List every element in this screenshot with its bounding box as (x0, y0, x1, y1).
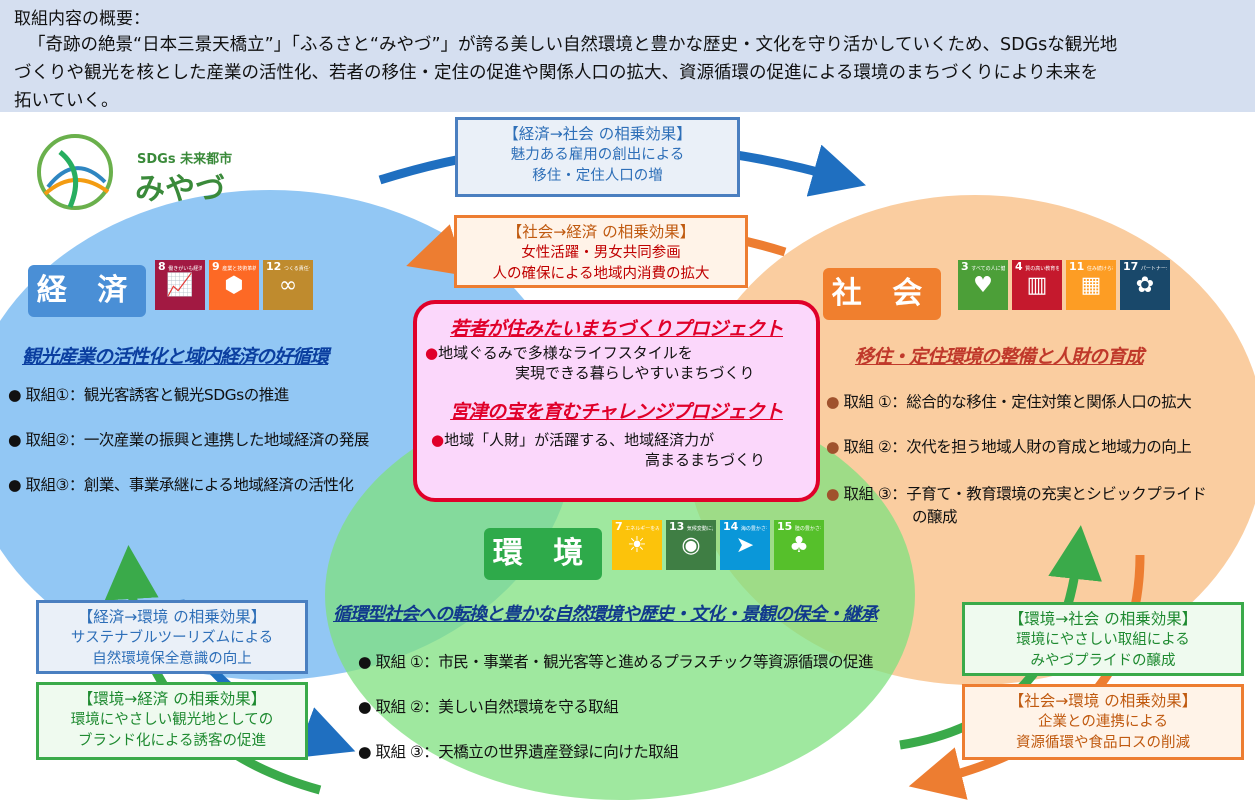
sdg-number: 9 (212, 262, 220, 272)
logo-emblem-icon (37, 134, 113, 210)
sdg-number: 4 (1015, 262, 1023, 272)
environment-title: 循環型社会への転換と豊かな自然環境や歴史・文化・景観の保全・継承 (333, 604, 878, 625)
sdg-text: エネルギーをみんなにそしてクリーンに (625, 526, 659, 532)
sdg-number: 3 (961, 262, 969, 272)
sdg-text: 働きがいも経済成長も (168, 266, 202, 272)
sdg-text: 気候変動に具体的な対策を (686, 526, 713, 532)
heartbeat-icon: ♥ (973, 273, 993, 298)
book-icon: ▥ (1026, 273, 1048, 298)
sdg-goal-9-tile: 9 産業と技術革新の基盤をつくろう⬢ (209, 260, 259, 310)
project-1-line-1: ●地域ぐるみで多様なライフスタイルを (425, 344, 693, 362)
sdg-number: 15 (777, 522, 793, 532)
project-1-title: 若者が住みたいまちづくりプロジェクト (449, 318, 784, 340)
summary-banner: 取組内容の概要： 「奇跡の絶景“日本三景天橋立”」「ふるさと“みやづ”」が誇る美… (0, 0, 1255, 112)
project-2-line-1: ●地域「人財」が活躍する、地域経済力が (431, 431, 715, 449)
environment-sdg-icons: 7 エネルギーをみんなにそしてクリーンに☀13 気候変動に具体的な対策を◉14 … (612, 520, 824, 570)
environment-item-3: ● 取組 ③：天橋立の世界遺産登録に向けた取組 (358, 743, 679, 761)
sdg-number: 7 (615, 522, 623, 532)
fish-icon: ➤ (735, 533, 755, 558)
synergy-env-soc: 【環境→社会 の相乗効果】 環境にやさしい取組による みやづプライドの醸成 (962, 602, 1244, 676)
economy-item-2: ● 取組②：一次産業の振興と連携した地域経済の発展 (8, 431, 369, 449)
flower-icon: ✿ (1135, 273, 1155, 298)
sdg-number: 17 (1123, 262, 1139, 272)
project-2-title: 宮津の宝を育むチャレンジプロジェクト (450, 401, 783, 423)
summary-line-3: 拓いていく。 (14, 91, 119, 111)
summary-line-1: 「奇跡の絶景“日本三景天橋立”」「ふるさと“みやづ”」が誇る美しい自然環境と豊か… (28, 35, 1118, 55)
sdg-goal-11-tile: 11 住み続けられるまちづくりを▦ (1066, 260, 1116, 310)
society-item-3-cont: の醸成 (912, 508, 958, 526)
society-item-3: ● 取組 ③：子育て・教育環境の充実とシビックプライド (826, 485, 1207, 503)
sdg-text: 質の高い教育をみんなに (1025, 266, 1059, 272)
economy-item-3: ● 取組③：創業、事業承継による地域経済の活性化 (8, 476, 354, 494)
sdg-text: 陸の豊かさも守ろう (794, 526, 821, 532)
tree-icon: ♣ (789, 533, 809, 558)
sdg-goal-12-tile: 12 つくる責任つかう責任∞ (263, 260, 313, 310)
economy-title: 観光産業の活性化と域内経済の好循環 (22, 346, 329, 368)
environment-item-2: ● 取組 ②：美しい自然環境を守る取組 (358, 698, 619, 716)
environment-item-1: ● 取組 ①：市民・事業者・観光客等と進めるプラスチック等資源循環の促進 (358, 653, 873, 671)
sdg-text: パートナーシップで目標を達成しよう (1140, 266, 1167, 272)
logo-subtitle: SDGs 未来都市 (137, 152, 233, 167)
environment-label: 環 境 (484, 528, 602, 580)
city-icon: ▦ (1080, 273, 1102, 298)
synergy-soc-econ: 【社会→経済 の相乗効果】 女性活躍・男女共同参画 人の確保による地域内消費の拡… (454, 215, 748, 288)
sdg-number: 11 (1069, 262, 1085, 272)
infinity-icon: ∞ (278, 273, 298, 298)
society-label: 社 会 (823, 268, 941, 320)
summary-line-2: づくりや観光を核とした産業の活性化、若者の移住・定住の促進や関係人口の拡大、資源… (14, 63, 1099, 83)
sdg-text: 海の豊かさを守ろう (740, 526, 767, 532)
society-sdg-icons: 3 すべての人に健康と福祉を♥4 質の高い教育をみんなに▥11 住み続けられるま… (958, 260, 1170, 310)
sdg-number: 14 (723, 522, 739, 532)
economy-label: 経 済 (28, 265, 146, 317)
synergy-env-econ: 【環境→経済 の相乗効果】 環境にやさしい観光地としての ブランド化による誘客の… (36, 682, 308, 760)
sdg-goal-14-tile: 14 海の豊かさを守ろう➤ (720, 520, 770, 570)
sdg-text: すべての人に健康と福祉を (971, 266, 1005, 272)
sdg-goal-4-tile: 4 質の高い教育をみんなに▥ (1012, 260, 1062, 310)
sdg-text: つくる責任つかう責任 (283, 266, 310, 272)
sdg-goal-15-tile: 15 陸の豊かさも守ろう♣ (774, 520, 824, 570)
sdg-goal-3-tile: 3 すべての人に健康と福祉を♥ (958, 260, 1008, 310)
economy-sdg-icons: 8 働きがいも経済成長も📈9 産業と技術革新の基盤をつくろう⬢12 つくる責任つ… (155, 260, 313, 310)
sdg-goal-13-tile: 13 気候変動に具体的な対策を◉ (666, 520, 716, 570)
economy-item-1: ● 取組①：観光客誘客と観光SDGsの推進 (8, 386, 289, 404)
sdg-goal-7-tile: 7 エネルギーをみんなにそしてクリーンに☀ (612, 520, 662, 570)
sdg-goal-17-tile: 17 パートナーシップで目標を達成しよう✿ (1120, 260, 1170, 310)
society-title: 移住・定住環境の整備と人財の育成 (855, 346, 1144, 368)
sdg-text: 産業と技術革新の基盤をつくろう (222, 266, 256, 272)
projects-box: 若者が住みたいまちづくりプロジェクト ●地域ぐるみで多様なライフスタイルを 実現… (413, 300, 820, 502)
sdg-number: 8 (158, 262, 166, 272)
eye-icon: ◉ (681, 533, 701, 558)
synergy-econ-env: 【経済→環境 の相乗効果】 サステナブルツーリズムによる 自然環境保全意識の向上 (36, 600, 308, 674)
society-item-1: ● 取組 ①：総合的な移住・定住対策と関係人口の拡大 (826, 393, 1192, 411)
sdg-goal-8-tile: 8 働きがいも経済成長も📈 (155, 260, 205, 310)
project-1-line-2: 実現できる暮らしやすいまちづくり (515, 364, 755, 382)
logo-name: みやづ (135, 172, 225, 207)
logo: SDGs 未来都市 みやづ (30, 132, 260, 212)
sun-icon: ☀ (627, 533, 647, 558)
summary-heading: 取組内容の概要： (14, 9, 150, 29)
sdg-number: 12 (266, 262, 282, 272)
society-item-2: ● 取組 ②：次代を担う地域人財の育成と地域力の向上 (826, 438, 1192, 456)
sdg-text: 住み続けられるまちづくりを (1086, 266, 1113, 272)
sdg-number: 13 (669, 522, 685, 532)
chart-up-icon: 📈 (166, 273, 194, 298)
synergy-soc-env: 【社会→環境 の相乗効果】 企業との連携による 資源循環や食品ロスの削減 (962, 684, 1244, 760)
synergy-econ-soc: 【経済→社会 の相乗効果】 魅力ある雇用の創出による 移住・定住人口の増 (455, 117, 740, 197)
project-2-line-2: 高まるまちづくり (645, 451, 766, 469)
cubes-icon: ⬢ (224, 273, 244, 298)
